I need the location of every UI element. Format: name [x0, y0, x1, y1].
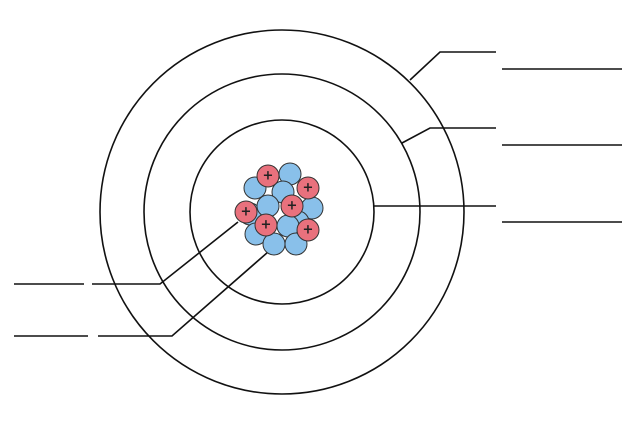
proton-plus-sign: + [263, 169, 274, 184]
proton-plus-sign: + [303, 223, 314, 238]
leader-line-proton [92, 221, 239, 285]
left-leader-lines [92, 221, 269, 337]
leader-line-neutron [98, 251, 269, 337]
leader-line-middle-shell [401, 127, 496, 144]
proton-plus-sign: + [241, 205, 252, 220]
middle-shell-ring [143, 73, 421, 351]
outer-shell-ring [99, 29, 465, 395]
proton [296, 218, 320, 242]
nucleus: + + + + + + [234, 162, 324, 256]
leader-line-outer-shell [409, 51, 496, 81]
proton [296, 176, 320, 200]
proton [280, 194, 304, 218]
right-answer-blanks [502, 68, 622, 223]
proton [256, 164, 280, 188]
left-answer-blanks [14, 283, 88, 337]
proton-plus-sign: + [261, 218, 272, 233]
electron-shells [99, 29, 465, 395]
proton [254, 213, 278, 237]
right-leader-lines [374, 51, 496, 207]
proton [234, 200, 258, 224]
inner-shell-ring [189, 119, 375, 305]
proton-plus-sign: + [287, 199, 298, 214]
proton-plus-sign: + [303, 181, 314, 196]
